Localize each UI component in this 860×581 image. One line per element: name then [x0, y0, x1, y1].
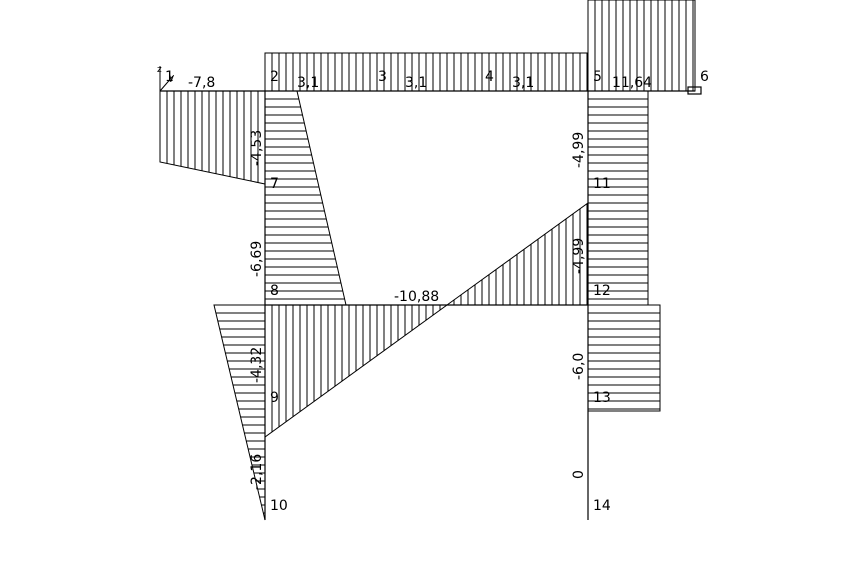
node-label-4: 4	[485, 69, 494, 85]
value-label-beam-4-5: 3,1	[512, 75, 534, 91]
axis-z-label: z	[157, 65, 162, 75]
node-label-6: 6	[700, 69, 709, 85]
value-label-col-9-10: -2,16	[249, 454, 265, 490]
value-label-col-7-8: -6,69	[249, 241, 265, 277]
node-label-14: 14	[593, 498, 611, 514]
node-label-12: 12	[593, 283, 611, 299]
node-label-11: 11	[593, 176, 611, 192]
support-node-6	[687, 86, 702, 95]
diagram-hatching	[159, 0, 694, 514]
axis-y-label: y	[169, 73, 175, 83]
node-label-8: 8	[270, 283, 279, 299]
value-label-beam-5-6: 11,64	[612, 75, 652, 91]
value-label-col-11-12: -4,99	[571, 238, 587, 274]
node-label-13: 13	[593, 390, 611, 406]
value-label-col-5-11: -4,99	[571, 132, 587, 168]
node-label-5: 5	[593, 69, 602, 85]
value-label-beam-2-3: 3,1	[297, 75, 319, 91]
node-label-9: 9	[270, 390, 279, 406]
value-label-col-2-7: -4,53	[249, 130, 265, 166]
node-label-1: 1	[165, 69, 174, 85]
value-label-beam-3-4: 3,1	[405, 75, 427, 91]
node-label-3: 3	[378, 69, 387, 85]
frame-members	[160, 86, 702, 520]
node-label-10: 10	[270, 498, 288, 514]
axis-triad	[159, 66, 174, 92]
value-label-beam-8-12: -10,88	[394, 289, 439, 305]
value-label-col-12-13: -6,0	[571, 353, 587, 380]
node-label-2: 2	[270, 69, 279, 85]
node-label-7: 7	[270, 176, 279, 192]
value-label-col-13-14: 0	[571, 470, 587, 479]
value-label-beam-1-2: -7,8	[188, 75, 215, 91]
value-label-col-8-9: -4,32	[249, 347, 265, 383]
